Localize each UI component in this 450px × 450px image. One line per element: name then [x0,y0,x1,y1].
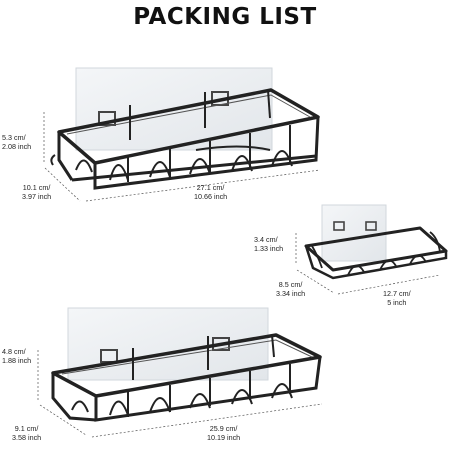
depth-label: 8.5 cm/ 3.34 inch [276,280,306,298]
hook [365,221,377,231]
shower-caddy-large [43,67,321,202]
hook [333,221,345,231]
width-label: 12.7 cm/ 5 inch [383,289,411,307]
soap-dish-small [295,204,448,295]
hook [98,111,116,126]
shower-caddy-medium [37,307,323,438]
adhesive-plate [321,204,387,262]
height-label: 4.8 cm/ 1.88 inch [2,347,32,365]
height-label: 3.4 cm/ 1.33 inch [254,235,284,253]
page-title: PACKING LIST [133,4,317,30]
width-label: 27.1 cm/ 10.66 inch [194,183,228,201]
width-label: 25.9 cm/ 10.19 inch [207,424,241,442]
depth-label: 9.1 cm/ 3.58 inch [12,424,42,442]
adhesive-plate [67,307,269,381]
depth-label: 10.1 cm/ 3.97 inch [22,183,52,201]
height-label: 5.3 cm/ 2.08 inch [2,133,32,151]
